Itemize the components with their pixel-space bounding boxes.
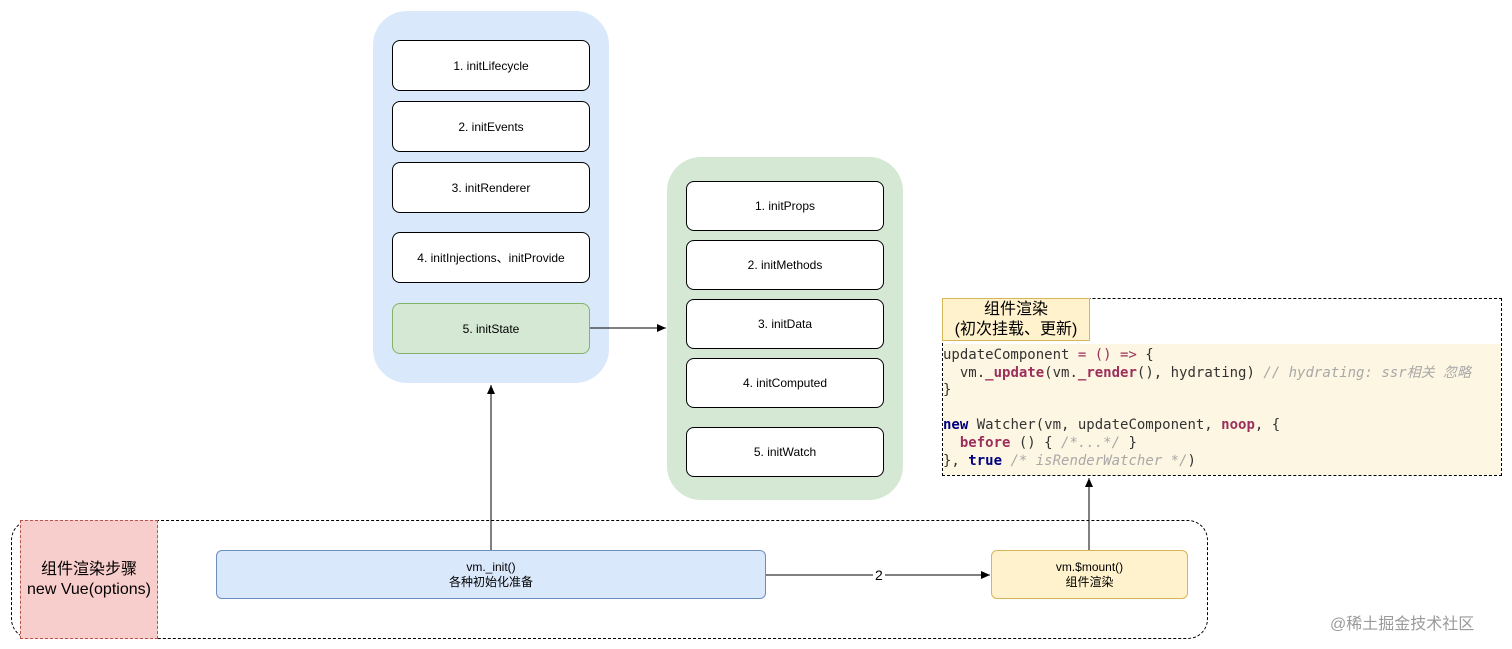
init-lifecycle-box: 1. initLifecycle bbox=[392, 40, 590, 91]
init-state-box: 5. initState bbox=[392, 303, 590, 354]
code-line-3: } bbox=[943, 382, 952, 399]
init-props-label: 1. initProps bbox=[754, 199, 816, 213]
init-watch-box: 5. initWatch bbox=[686, 427, 884, 477]
watermark: @稀土掘金技术社区 bbox=[1330, 616, 1475, 633]
init-methods-box: 2. initMethods bbox=[686, 240, 884, 290]
render-steps-container bbox=[11, 520, 1208, 639]
code-panel-title: 组件渲染 (初次挂载、更新) bbox=[942, 298, 1090, 341]
render-steps-title-line2: new Vue(options) bbox=[27, 580, 151, 598]
vm-mount-desc: 组件渲染 bbox=[1065, 574, 1114, 589]
init-computed-box: 4. initComputed bbox=[686, 358, 884, 408]
vm-mount-box: vm.$mount() 组件渲染 bbox=[991, 550, 1188, 599]
init-methods-label: 2. initMethods bbox=[747, 258, 823, 272]
init-data-label: 3. initData bbox=[757, 317, 813, 331]
code-line-2: vm._update(vm._render(), hydrating) // h… bbox=[943, 364, 1472, 381]
code-line-6: before () { /*...*/ } bbox=[959, 434, 1137, 451]
code-line-4 bbox=[943, 400, 1501, 418]
render-steps-title: 组件渲染步骤 new Vue(options) bbox=[20, 520, 158, 639]
init-renderer-label: 3. initRenderer bbox=[451, 180, 531, 195]
code-line-7: }, true /* isRenderWatcher */) bbox=[943, 452, 1196, 469]
vm-mount-call: vm.$mount() bbox=[1055, 559, 1124, 574]
code-snippet: updateComponent = () => { vm._update(vm.… bbox=[943, 344, 1501, 475]
init-data-box: 3. initData bbox=[686, 299, 884, 349]
init-events-box: 2. initEvents bbox=[392, 101, 590, 152]
init-watch-label: 5. initWatch bbox=[753, 445, 817, 459]
init-state-label: 5. initState bbox=[462, 321, 520, 336]
init-events-label: 2. initEvents bbox=[458, 119, 524, 134]
code-panel-title-line1: 组件渲染 bbox=[983, 300, 1048, 318]
init-lifecycle-label: 1. initLifecycle bbox=[453, 58, 529, 73]
init-computed-label: 4. initComputed bbox=[742, 376, 828, 390]
vm-init-call: vm._init() bbox=[466, 559, 516, 574]
init-injections-label: 4. initInjections、initProvide bbox=[417, 250, 565, 265]
code-line-1: updateComponent = () => { bbox=[943, 347, 1154, 363]
vm-init-box: vm._init() 各种初始化准备 bbox=[216, 550, 766, 599]
init-injections-box: 4. initInjections、initProvide bbox=[392, 232, 590, 283]
init-renderer-box: 3. initRenderer bbox=[392, 162, 590, 213]
code-panel-title-line2: (初次挂载、更新) bbox=[954, 320, 1078, 338]
code-panel bbox=[942, 298, 1502, 476]
edge-label-init-to-mount: 2 bbox=[873, 567, 885, 583]
init-props-box: 1. initProps bbox=[686, 181, 884, 231]
render-steps-title-line1: 组件渲染步骤 bbox=[40, 560, 137, 578]
vm-init-desc: 各种初始化准备 bbox=[448, 574, 533, 589]
code-line-5: new Watcher(vm, updateComponent, noop, { bbox=[943, 417, 1281, 434]
